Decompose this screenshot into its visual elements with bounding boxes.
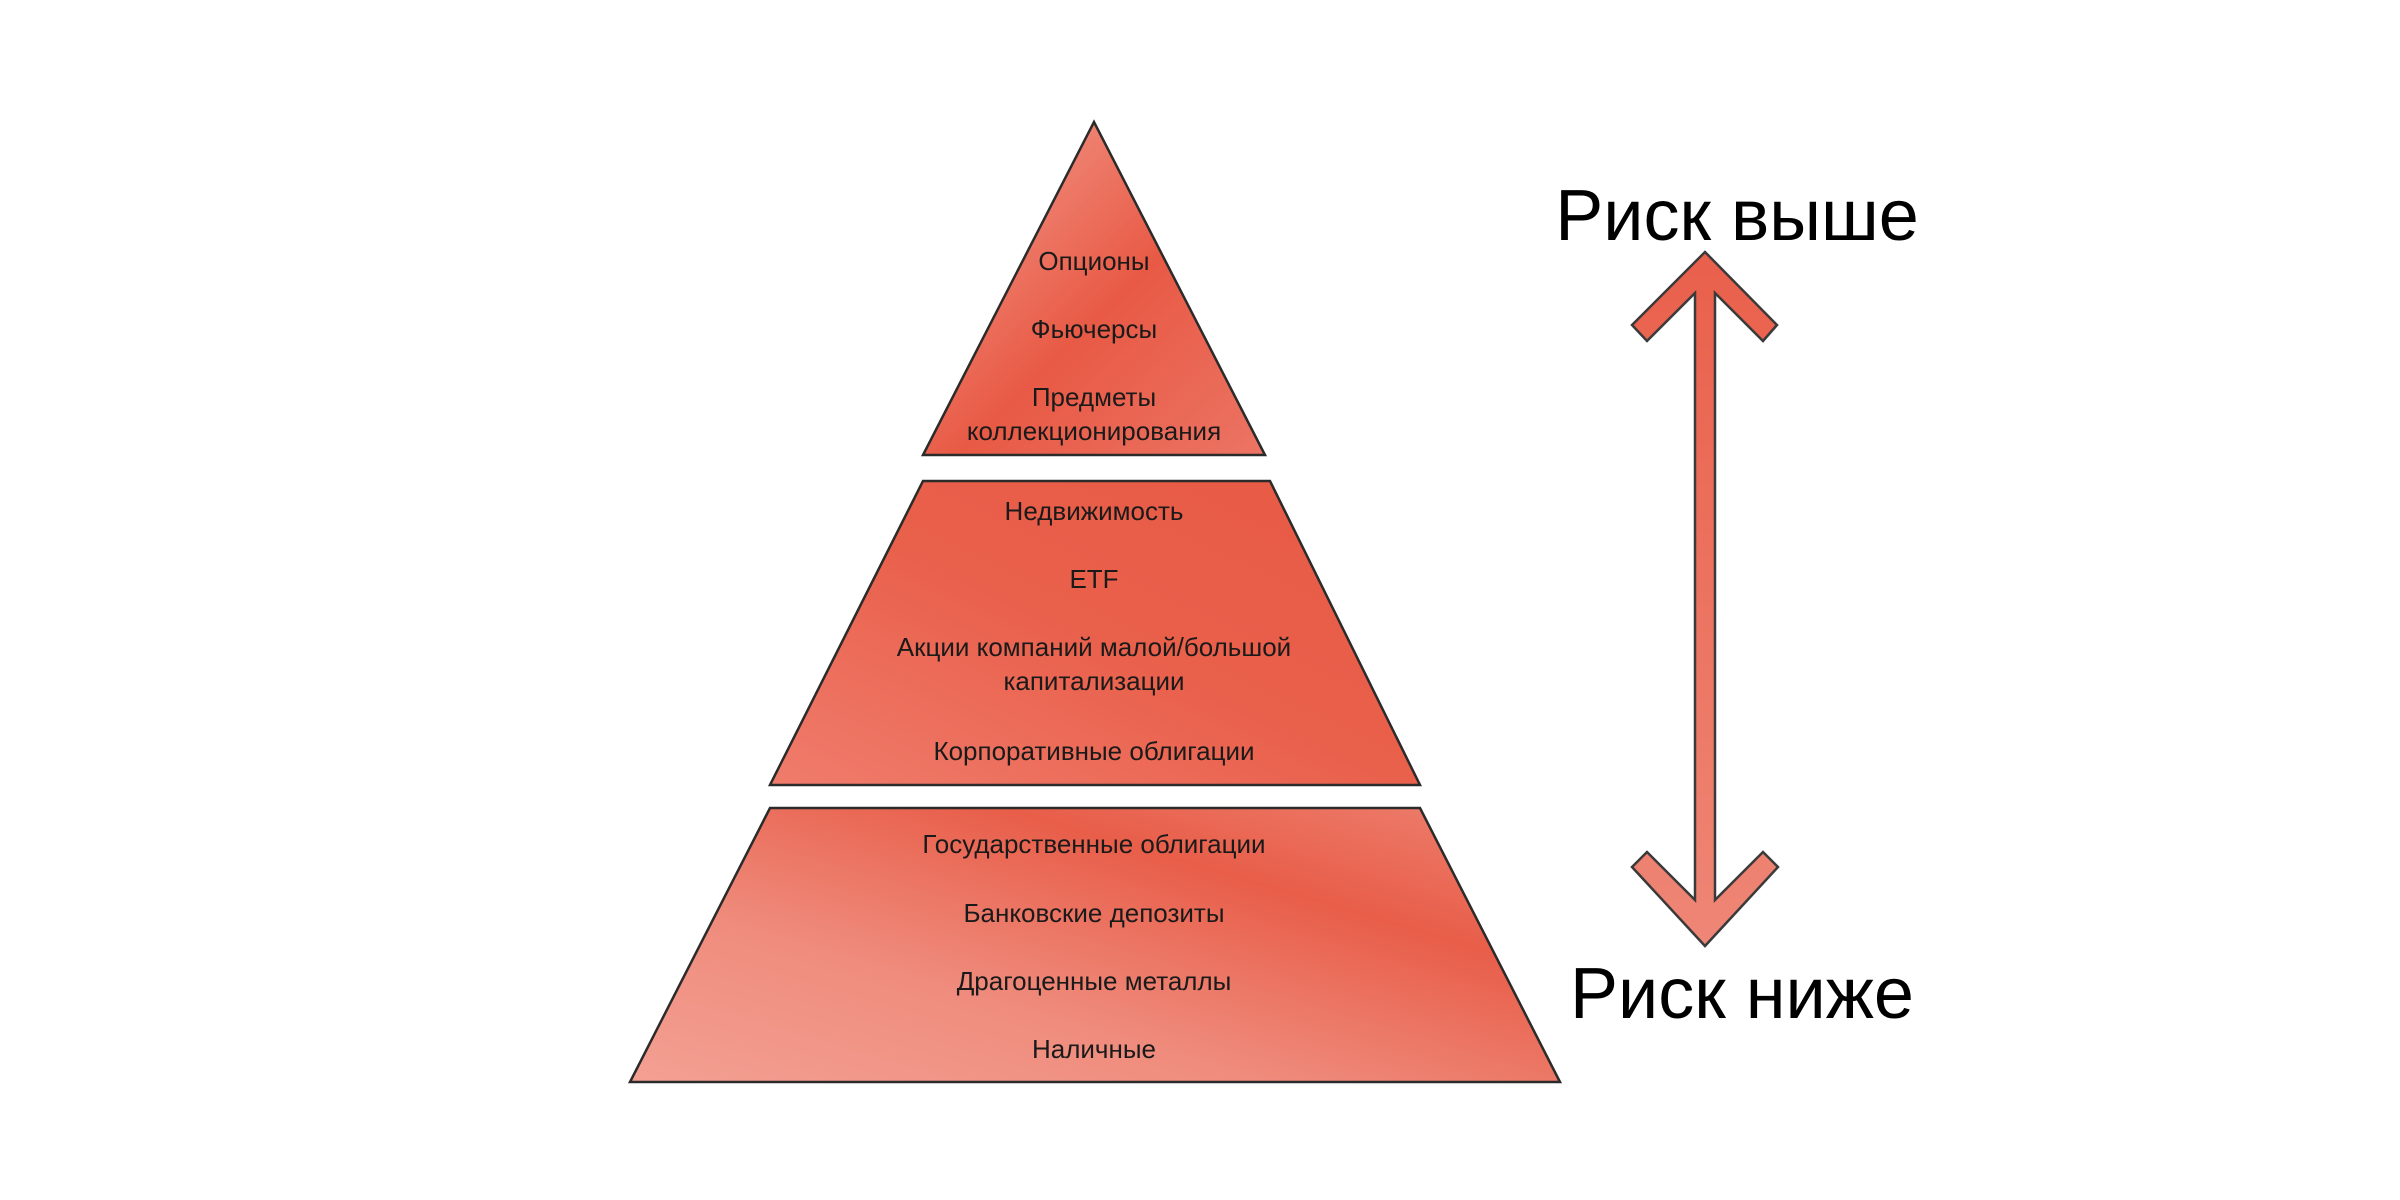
tier-bottom-item-1: Банковские депозиты	[963, 898, 1224, 928]
tier-middle-item-2-line-1: капитализации	[1003, 666, 1184, 696]
tier-top-item-1: Фьючерсы	[1031, 314, 1157, 344]
tier-bottom-item-0: Государственные облигации	[922, 829, 1265, 859]
risk-lower-label: Риск ниже	[1570, 954, 1914, 1034]
tier-top-item-2-line-0: Предметы	[1032, 382, 1156, 412]
tier-top-item-0: Опционы	[1038, 246, 1149, 276]
pyramid-tier-top	[920, 119, 1268, 457]
pyramid-tier-bottom	[627, 806, 1563, 1084]
tier-top-item-2-line-1: коллекционирования	[967, 416, 1221, 446]
risk-higher-label: Риск выше	[1555, 176, 1919, 256]
tier-middle-item-3: Корпоративные облигации	[933, 736, 1254, 766]
tier-bottom-item-2: Драгоценные металлы	[957, 966, 1232, 996]
tier-middle-item-0: Недвижимость	[1005, 496, 1184, 526]
tier-bottom-item-3: Наличные	[1032, 1034, 1156, 1064]
tier-middle-item-1: ETF	[1069, 564, 1118, 594]
pyramid-tier-middle	[767, 479, 1423, 787]
risk-double-arrow	[1630, 250, 1780, 948]
tier-middle-item-2-line-0: Акции компаний малой/большой	[897, 632, 1291, 662]
